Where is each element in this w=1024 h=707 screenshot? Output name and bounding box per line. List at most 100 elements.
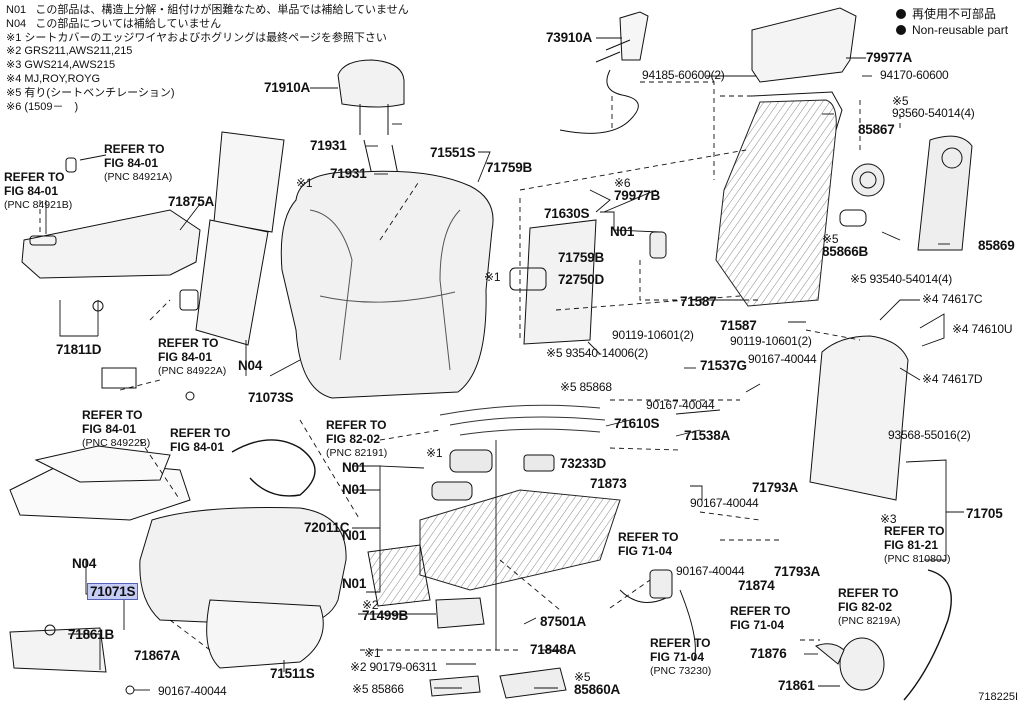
part-label[interactable]: 71867A xyxy=(134,648,181,663)
part-label[interactable]: 73910A xyxy=(546,30,593,45)
part-label[interactable]: ※3 xyxy=(880,512,897,526)
part-label[interactable]: 79977A xyxy=(866,50,913,65)
part-label[interactable]: 71759B xyxy=(558,250,605,265)
part-label[interactable]: ※5 93540-14006(2) xyxy=(546,346,649,360)
part-label[interactable]: 71499B xyxy=(362,608,409,623)
part-label[interactable]: 71876 xyxy=(750,646,787,661)
part-label[interactable]: 90167-40044 xyxy=(748,352,817,366)
part-label[interactable]: 71630S xyxy=(544,206,590,221)
notes-block: N01 この部品は、構造上分解・組付けが困難なため、単品では補給していません N… xyxy=(6,4,409,114)
part-label[interactable]: 71874 xyxy=(738,578,775,593)
part-label[interactable]: 94170-60600 xyxy=(880,68,949,82)
part-label[interactable]: ※1 xyxy=(296,176,313,190)
part-label[interactable]: 71705 xyxy=(966,506,1003,521)
part-label[interactable]: 71811D xyxy=(56,342,102,357)
part-label[interactable]: N01 xyxy=(342,576,367,591)
part-label[interactable]: 90119-10601(2) xyxy=(612,328,694,342)
headrest-panel-shape xyxy=(751,7,857,83)
part-label[interactable]: ※5 85866 xyxy=(352,682,404,696)
part-label[interactable]: 71073S xyxy=(248,390,294,405)
part-label[interactable]: 71861 xyxy=(778,678,815,693)
seatback-cover-shape xyxy=(280,170,494,399)
part-label[interactable]: ※5 93540-54014(4) xyxy=(850,272,953,286)
note-1: ※1 シートカバーのエッジワイヤおよびホグリングは最終ページを参照下さい xyxy=(6,31,387,44)
part-label[interactable]: ※5 xyxy=(892,94,909,108)
part-label[interactable]: ※4 74617C xyxy=(922,292,983,306)
part-label[interactable]: ※1 xyxy=(426,446,443,460)
part-label[interactable]: 87501A xyxy=(540,614,587,629)
part-label[interactable]: 71873 xyxy=(590,476,627,491)
part-label[interactable]: 71910A xyxy=(264,80,311,95)
legend-row-en: Non-reusable part xyxy=(896,22,1008,38)
part-label[interactable]: 71861B xyxy=(68,627,115,642)
headrest-shape xyxy=(337,59,405,108)
part-label[interactable]: N01 xyxy=(342,482,367,497)
part-label[interactable]: 71848A xyxy=(530,642,577,657)
part-label[interactable]: N04 xyxy=(238,358,263,373)
note-n01: N01 この部品は、構造上分解・組付けが困難なため、単品では補給していません xyxy=(6,4,409,16)
diagram-code: 718225I xyxy=(978,691,1018,703)
seatback-frame-shape xyxy=(715,99,837,307)
part-label[interactable]: 71511S xyxy=(270,666,315,681)
note-3: ※3 GWS214,AWS215 xyxy=(6,59,116,72)
part-label[interactable]: 71551S xyxy=(430,145,476,160)
note-5: ※5 有り(シートベンチレーション) xyxy=(6,86,175,99)
part-label[interactable]: ※1 xyxy=(484,270,501,284)
part-label[interactable]: ※2 90179-06311 xyxy=(350,660,438,674)
part-label[interactable]: 72750D xyxy=(558,272,605,287)
part-label[interactable]: 71610S xyxy=(614,416,660,431)
part-label[interactable]: 71587 xyxy=(720,318,757,333)
part-label[interactable]: ※2 xyxy=(362,598,379,612)
part-label[interactable]: ※5 85868 xyxy=(560,380,612,394)
part-label[interactable]: 71793A xyxy=(774,564,821,579)
part-label[interactable]: 93560-54014(4) xyxy=(892,106,975,120)
part-label-highlighted[interactable]: 71071S xyxy=(86,583,139,600)
part-label[interactable]: 90167-40044 xyxy=(646,398,715,412)
part-label[interactable]: N04 xyxy=(72,556,97,571)
part-label[interactable]: N01 xyxy=(342,460,367,475)
part-label[interactable]: ※1 xyxy=(364,646,381,660)
part-label[interactable]: 85860A xyxy=(574,682,621,697)
part-label[interactable]: 90167-40044 xyxy=(690,496,759,510)
part-label[interactable]: 71931 xyxy=(310,138,347,153)
part-label[interactable]: 72011C xyxy=(304,520,350,535)
part-label[interactable]: 93568-55016(2) xyxy=(888,428,971,442)
part-label[interactable]: 71875A xyxy=(168,194,215,209)
part-label[interactable]: ※5 xyxy=(822,232,839,246)
front-trim-shape xyxy=(9,627,107,673)
part-label[interactable]: ※4 74617D xyxy=(922,372,983,386)
part-label[interactable]: ※4 74610U xyxy=(952,322,1013,336)
part-label[interactable]: 71538A xyxy=(684,428,731,443)
part-label[interactable]: 71537G xyxy=(700,358,747,373)
part-label[interactable]: 71793A xyxy=(752,480,799,495)
part-label[interactable]: N01 xyxy=(342,528,367,543)
part-label[interactable]: ※6 xyxy=(614,176,631,190)
part-label[interactable]: 71759B xyxy=(486,160,533,175)
part-label[interactable]: 85867 xyxy=(858,122,895,137)
part-label[interactable]: 85869 xyxy=(978,238,1015,253)
part-label[interactable]: N01 xyxy=(610,224,635,239)
part-label[interactable]: 71931 xyxy=(330,166,367,181)
duct-shape xyxy=(917,135,973,251)
part-label[interactable]: 71587 xyxy=(680,294,717,309)
part-label[interactable]: 90167-40044 xyxy=(676,564,745,578)
part-label[interactable]: 94185-60600(2) xyxy=(642,68,725,82)
part-label[interactable]: 85866B xyxy=(822,244,869,259)
part-label[interactable]: 79977B xyxy=(614,188,661,203)
part-label[interactable]: 90119-10601(2) xyxy=(730,334,812,348)
part-label[interactable]: 73233D xyxy=(560,456,607,471)
part-label[interactable]: ※5 xyxy=(574,670,591,684)
part-label[interactable]: 90167-40044 xyxy=(158,684,227,698)
